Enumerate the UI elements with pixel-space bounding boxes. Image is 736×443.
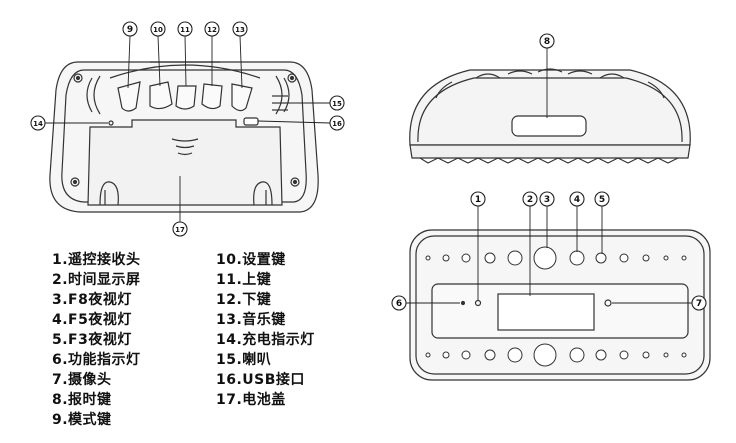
legend-item-7: 7.摄像头 xyxy=(52,372,112,388)
legend-item-12: 12.下键 xyxy=(216,292,272,308)
legend-item-6: 6.功能指示灯 xyxy=(52,352,141,368)
svg-text:15: 15 xyxy=(332,100,342,108)
svg-text:17: 17 xyxy=(175,226,185,234)
svg-text:6: 6 xyxy=(396,299,402,309)
callout-2: 2 xyxy=(522,191,538,207)
svg-text:7: 7 xyxy=(696,299,702,309)
callout-7: 7 xyxy=(691,295,707,311)
back-view xyxy=(49,61,319,213)
callout-15: 15 xyxy=(329,95,345,111)
svg-text:10: 10 xyxy=(153,26,163,34)
svg-text:5: 5 xyxy=(599,195,605,205)
leader-lines xyxy=(45,35,692,304)
svg-text:2: 2 xyxy=(527,195,533,205)
legend-item-13: 13.音乐键 xyxy=(216,312,286,328)
callout-14: 14 xyxy=(30,115,46,131)
callout-12: 12 xyxy=(204,21,220,37)
svg-text:12: 12 xyxy=(207,26,217,34)
legend-item-15: 15.喇叭 xyxy=(216,352,272,368)
front-top-row xyxy=(425,246,687,270)
callout-11: 11 xyxy=(177,21,193,37)
svg-text:3: 3 xyxy=(544,195,550,205)
callout-10: 10 xyxy=(150,21,166,37)
svg-text:14: 14 xyxy=(33,120,43,128)
callout-9: 9 xyxy=(122,21,138,37)
front-bottom-row xyxy=(425,343,687,367)
callout-13: 13 xyxy=(232,21,248,37)
svg-text:9: 9 xyxy=(127,25,133,35)
svg-text:13: 13 xyxy=(235,26,245,34)
callout-1: 1 xyxy=(470,191,486,207)
legend-item-2: 2.时间显示屏 xyxy=(52,272,141,288)
legend-item-1: 1.遥控接收头 xyxy=(52,252,141,268)
svg-text:16: 16 xyxy=(332,120,342,128)
legend-item-16: 16.USB接口 xyxy=(216,372,305,388)
callout-5: 5 xyxy=(594,191,610,207)
legend-item-17: 17.电池盖 xyxy=(216,392,286,408)
legend-item-14: 14.充电指示灯 xyxy=(216,332,315,348)
svg-text:4: 4 xyxy=(574,195,580,205)
callout-6: 6 xyxy=(391,295,407,311)
legend-item-9: 9.模式键 xyxy=(52,412,112,428)
legend-item-3: 3.F8夜视灯 xyxy=(52,292,132,308)
top-view xyxy=(409,68,691,164)
callout-17: 17 xyxy=(172,221,188,237)
callout-3: 3 xyxy=(539,191,555,207)
back-buttons xyxy=(117,81,253,112)
legend-item-5: 5.F3夜视灯 xyxy=(52,332,132,348)
svg-text:1: 1 xyxy=(475,195,481,205)
svg-text:11: 11 xyxy=(180,26,190,34)
callout-16: 16 xyxy=(329,115,345,131)
callout-4: 4 xyxy=(569,191,585,207)
legend-item-10: 10.设置键 xyxy=(216,252,286,268)
svg-text:8: 8 xyxy=(544,37,550,47)
front-view xyxy=(409,229,711,381)
callout-8: 8 xyxy=(539,33,555,49)
legend-item-8: 8.报时键 xyxy=(52,392,112,408)
legend-item-4: 4.F5夜视灯 xyxy=(52,312,132,328)
legend-item-11: 11.上键 xyxy=(216,272,272,288)
